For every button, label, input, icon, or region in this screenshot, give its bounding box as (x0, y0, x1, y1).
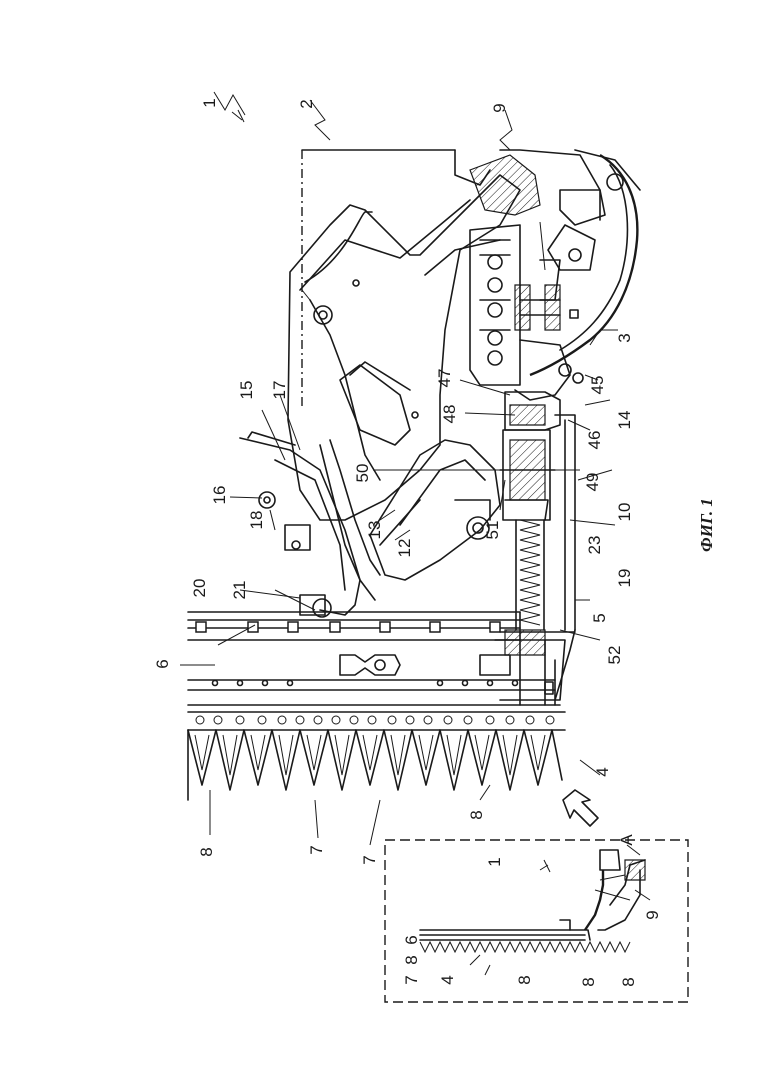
label-47: 47 (435, 369, 454, 388)
label-3: 3 (615, 333, 634, 342)
actuator-arm (320, 440, 500, 600)
label-10: 10 (615, 503, 634, 522)
figure-caption: ФИГ. 1 (697, 498, 716, 552)
label-50: 50 (353, 464, 372, 483)
drive-housing-9 (455, 150, 640, 375)
knife-bolt-row (188, 712, 565, 730)
inset-label-8-d: 8 (619, 977, 638, 986)
knife-teeth-7 (188, 730, 562, 800)
label-52: 52 (605, 646, 624, 665)
inset-label-8-b: 8 (515, 975, 534, 984)
label-13: 13 (365, 521, 384, 540)
inset-label-9: 9 (643, 910, 662, 919)
label-46: 46 (585, 431, 604, 450)
label-4: 4 (593, 767, 612, 776)
label-2: 2 (297, 99, 316, 108)
label-51: 51 (483, 521, 502, 540)
inset-label-A: A (617, 834, 636, 846)
label-9: 9 (490, 103, 509, 112)
label-1: 1 (200, 98, 219, 107)
label-18: 18 (247, 511, 266, 530)
label-5: 5 (590, 613, 609, 622)
inset-label-8-a: 8 (402, 955, 421, 964)
label-17: 17 (270, 381, 289, 400)
inset-label-7: 7 (402, 975, 421, 984)
cutter-beam (188, 612, 560, 705)
label-8-left: 8 (197, 847, 216, 856)
label-6: 6 (153, 659, 172, 668)
label-8-right: 8 (467, 810, 486, 819)
label-19: 19 (615, 569, 634, 588)
label-12: 12 (395, 539, 414, 558)
feed-direction-arrow-icon (563, 790, 598, 826)
label-48: 48 (440, 405, 459, 424)
hole-row-1 (213, 681, 518, 686)
inset-label-1: 1 (485, 857, 504, 866)
label-20: 20 (190, 579, 209, 598)
label-7-b: 7 (360, 855, 379, 864)
bolt-2-icon (607, 174, 623, 190)
pin-16-icon (259, 492, 275, 508)
inset-label-8-c: 8 (579, 977, 598, 986)
label-21: 21 (230, 581, 249, 600)
label-23: 23 (585, 536, 604, 555)
inset-label-6: 6 (402, 935, 421, 944)
label-15: 15 (237, 381, 256, 400)
bearing-block (470, 225, 583, 400)
drive-shaft-assembly (500, 392, 560, 630)
inset-label-4: 4 (438, 975, 457, 984)
label-7-a: 7 (307, 845, 326, 854)
housing-2 (288, 175, 520, 520)
main-view (188, 150, 640, 826)
inset-overview: A 1 9 6 8 7 4 8 8 8 (385, 834, 688, 1002)
beam-bolts (196, 622, 500, 632)
label-45: 45 (588, 376, 607, 395)
label-49: 49 (583, 473, 602, 492)
label-16: 16 (210, 486, 229, 505)
label-14: 14 (615, 411, 634, 430)
